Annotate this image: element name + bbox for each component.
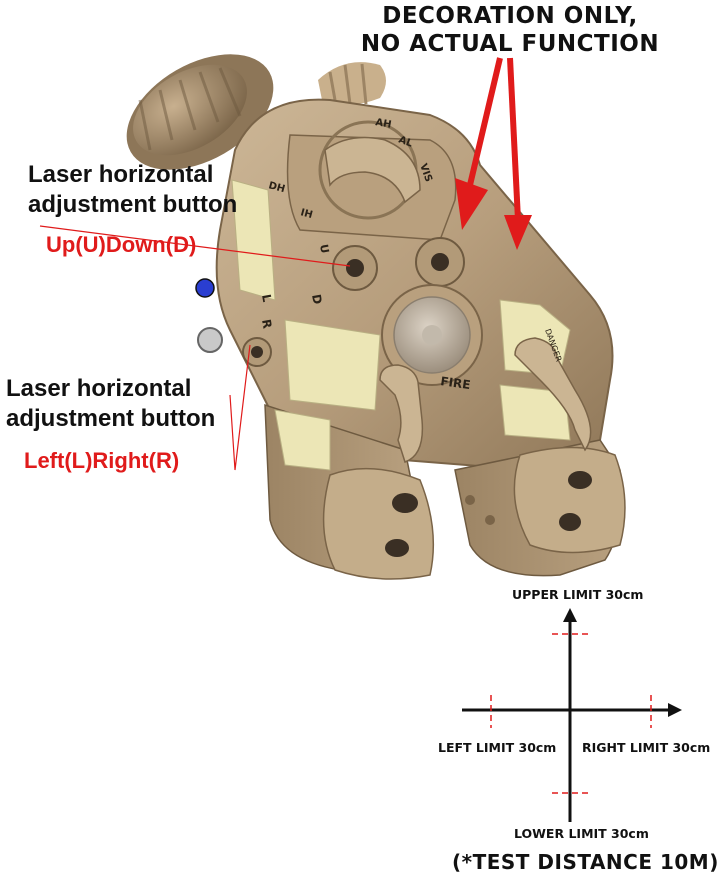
up-down-title-line2: adjustment button — [28, 191, 238, 218]
left-right-title-line1: Laser horizontal — [6, 375, 192, 402]
al-marking: AL — [397, 134, 415, 149]
fire-marking: FIRE — [440, 374, 472, 392]
left-limit-label: LEFT LIMIT 30cm — [438, 740, 557, 755]
fire-button — [381, 284, 483, 386]
red-arrows-icon — [455, 57, 532, 250]
up-down-subtitle: Up(U)Down(D) — [46, 232, 197, 257]
right-foot — [513, 446, 626, 554]
left-right-subtitle: Left(L)Right(R) — [24, 448, 180, 473]
dh-marking: DH — [267, 180, 286, 195]
annotation-lines — [39, 225, 351, 471]
decorative-screw — [415, 237, 465, 287]
ih-marking: IH — [299, 207, 314, 221]
u-marking: U — [317, 243, 331, 254]
up-down-annotation: Laser horizontal adjustment button — [28, 160, 237, 220]
upper-limit-label: UPPER LIMIT 30cm — [512, 587, 644, 602]
up-down-title-line1: Laser horizontal — [28, 161, 214, 188]
flashlight-cylinder — [126, 54, 274, 170]
selector-knob — [324, 136, 421, 204]
decoration-note-line1: DECORATION ONLY, — [382, 3, 638, 29]
left-foot — [322, 467, 435, 580]
top-knob — [318, 62, 386, 105]
decoration-note-line2: NO ACTUAL FUNCTION — [360, 31, 660, 57]
right-limit-label: RIGHT LIMIT 30cm — [582, 740, 711, 755]
d-marking: D — [309, 293, 325, 305]
r-marking: R — [259, 318, 274, 330]
left-right-title-line2: adjustment button — [6, 405, 216, 432]
ah-marking: AH — [374, 117, 392, 131]
lower-limit-label: LOWER LIMIT 30cm — [514, 826, 649, 841]
decoration-note: DECORATION ONLY, NO ACTUAL FUNCTION — [360, 2, 660, 58]
left-right-annotation: Laser horizontal adjustment button — [6, 374, 215, 434]
l-marking: L — [259, 293, 274, 303]
left-right-screw — [242, 337, 272, 367]
test-distance-label: (*TEST DISTANCE 10M) — [452, 850, 719, 874]
limit-diagram — [462, 608, 682, 822]
up-down-screw — [332, 245, 378, 291]
